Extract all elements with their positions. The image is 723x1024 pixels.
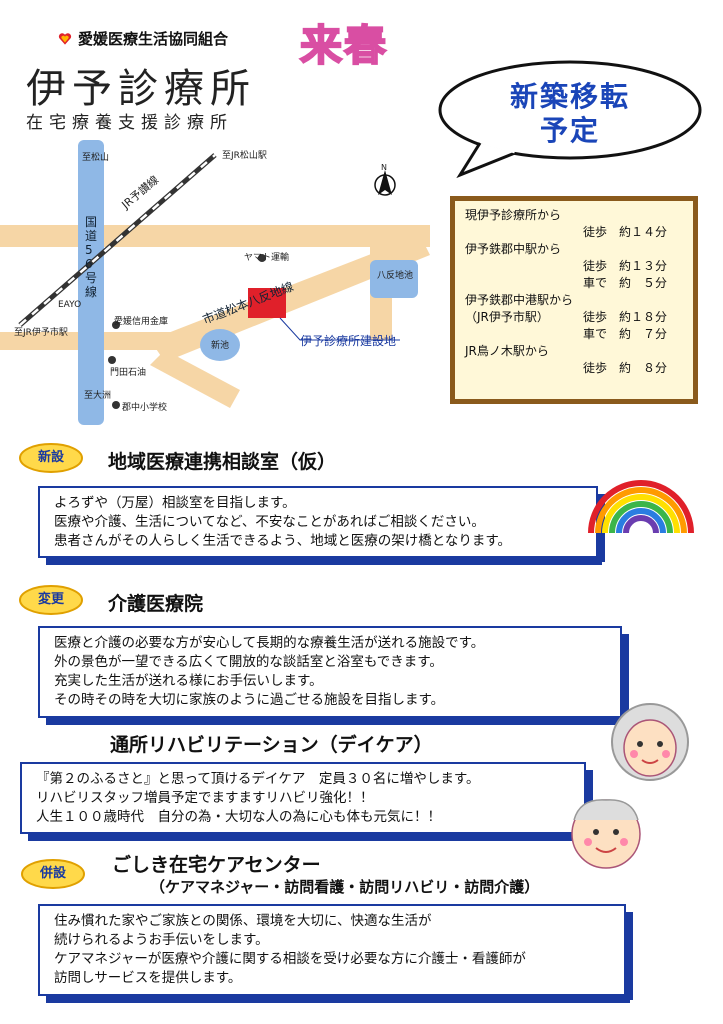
label-to-jr-matsuyama: 至JR松山駅 xyxy=(222,151,267,161)
label-gunchu-school: 郡中小学校 xyxy=(122,403,168,413)
org-header: 愛媛医療生活協同組合 xyxy=(58,28,228,49)
access-detail: 車で 約 ７分 xyxy=(583,327,668,341)
section-1-line-1: よろずや（万屋）相談室を目指します。 xyxy=(54,495,296,511)
access-row: 車で 約 ７分 xyxy=(465,326,683,343)
section-title-4: ごしき在宅ケアセンター xyxy=(112,854,321,876)
access-label xyxy=(465,258,583,275)
location-map xyxy=(0,140,430,425)
section-box-1: よろずや（万屋）相談室を目指します。 医療や介護、生活についてなど、不安なことが… xyxy=(38,486,605,565)
section-1-line-2: 医療や介護、生活についてなど、不安なことがあればご相談ください。 xyxy=(54,514,485,530)
access-row: 車で 約 ５分 xyxy=(465,275,683,292)
section-title-2: 介護医療院 xyxy=(108,593,204,615)
label-shin-pond: 新池 xyxy=(211,341,230,351)
clinic-name: 伊予診療所 xyxy=(26,66,256,112)
spring-heading: 来春 xyxy=(299,20,389,71)
label-to-ozu: 至大洲 xyxy=(84,391,112,401)
section-2-line-4: その時その時を大切に家族のように過ごせる施設を目指します。 xyxy=(54,692,445,708)
access-detail: 徒歩 約１４分 xyxy=(583,225,668,239)
section-1-line-3: 患者さんがその人らしく生活できるよう、地域と医療の架け橋となります。 xyxy=(54,533,511,549)
section-4-line-4: 訪問しサービスを提供します。 xyxy=(54,970,242,986)
label-eayo: EAYO xyxy=(58,300,82,310)
label-to-jr-iyoshi: 至JR伊予市駅 xyxy=(14,328,68,338)
access-label xyxy=(465,275,583,292)
access-label: （JR伊予市駅） xyxy=(465,310,549,324)
badge-attached-icon xyxy=(21,859,85,889)
access-row: （JR伊予市駅） 徒歩 約１８分 xyxy=(465,309,683,326)
access-label: JR鳥ノ木駅から xyxy=(465,344,549,358)
access-detail: 徒歩 約１３分 xyxy=(583,259,668,273)
section-box-3: 『第２のふるさと』と思って頂けるデイケア 定員３０名に増やします。 リハビリスタ… xyxy=(20,762,593,841)
bubble-text: 新築移転 予定 xyxy=(470,80,670,147)
elderly-woman-icon xyxy=(611,703,689,781)
north-arrow-icon xyxy=(374,170,396,196)
access-row: 徒歩 約１４分 xyxy=(465,224,683,241)
access-row: 現伊予診療所から xyxy=(465,207,683,224)
access-detail: 車で 約 ５分 xyxy=(583,276,668,290)
access-label: 伊予鉄郡中港駅から xyxy=(465,293,574,307)
section-4-line-3: ケアマネジャーが医療や介護に関する相談を受け必要な方に介護士・看護師が xyxy=(54,951,526,967)
access-label xyxy=(465,326,583,343)
section-3-line-2: リハビリスタッフ増員予定でますますリハビリ強化！！ xyxy=(36,790,374,806)
access-detail: 徒歩 約 ８分 xyxy=(583,361,668,375)
section-2-line-3: 充実した生活が送れる様にお手伝いします。 xyxy=(54,673,323,689)
badge-new-icon xyxy=(19,443,83,473)
access-lines: 現伊予診療所から徒歩 約１４分伊予鉄郡中駅から徒歩 約１３分車で 約 ５分伊予鉄… xyxy=(465,207,683,377)
speech-bubble xyxy=(438,60,702,179)
access-label xyxy=(465,360,583,377)
label-ehime-shinkin: 愛媛信用金庫 xyxy=(114,317,169,327)
access-row: 伊予鉄郡中駅から xyxy=(465,241,683,258)
section-box-2: 医療と介護の必要な方が安心して長期的な療養生活が送れる施設です。 外の景色が一望… xyxy=(38,626,629,725)
label-monden-oil: 門田石油 xyxy=(110,368,147,378)
access-detail: 徒歩 約１８分 xyxy=(583,310,668,324)
badge-label-4: 併設 xyxy=(39,866,66,881)
org-name: 愛媛医療生活協同組合 xyxy=(78,30,229,48)
elderly-man-icon xyxy=(571,799,641,869)
access-label xyxy=(465,224,583,241)
badge-label-1: 新設 xyxy=(37,450,64,465)
heart-logo-icon xyxy=(58,32,72,45)
access-label: 伊予鉄郡中駅から xyxy=(465,242,562,256)
section-subtitle-4: （ケアマネジャー・訪問看護・訪問リハビリ・訪問介護） xyxy=(150,878,540,896)
access-row: 徒歩 約１３分 xyxy=(465,258,683,275)
bubble-line-2: 予定 xyxy=(539,113,600,147)
section-3-line-3: 人生１００歳時代 自分の為・大切な人の為に心も体も元気に！！ xyxy=(36,809,441,825)
label-construction-site: 伊予診療所建設地 xyxy=(300,334,397,348)
label-hatan-pond: 八反地池 xyxy=(377,271,414,281)
label-north: N xyxy=(381,163,387,172)
badge-change-icon xyxy=(19,585,83,615)
section-3-line-1: 『第２のふるさと』と思って頂けるデイケア 定員３０名に増やします。 xyxy=(36,771,480,787)
section-2-line-1: 医療と介護の必要な方が安心して長期的な療養生活が送れる施設です。 xyxy=(54,635,485,651)
rainbow-icon xyxy=(588,480,694,534)
label-national-road: 国道56号線 xyxy=(85,215,98,299)
section-title-3: 通所リハビリテーション（デイケア） xyxy=(110,734,433,756)
label-to-matsuyama: 至松山 xyxy=(82,153,110,163)
access-label: 現伊予診療所から xyxy=(465,208,562,222)
section-box-4: 住み慣れた家やご家族との関係、環境を大切に、快適な生活が 続けられるようお手伝い… xyxy=(38,904,633,1003)
access-row: 伊予鉄郡中港駅から xyxy=(465,292,683,309)
section-4-line-1: 住み慣れた家やご家族との関係、環境を大切に、快適な生活が xyxy=(54,913,432,929)
access-row: 徒歩 約 ８分 xyxy=(465,360,683,377)
badge-label-2: 変更 xyxy=(37,592,64,607)
access-info: 現伊予診療所から徒歩 約１４分伊予鉄郡中駅から徒歩 約１３分車で 約 ５分伊予鉄… xyxy=(450,196,698,404)
section-4-line-2: 続けられるようお手伝いをします。 xyxy=(54,932,269,948)
bubble-line-1: 新築移転 xyxy=(509,80,630,113)
section-title-1: 地域医療連携相談室（仮） xyxy=(108,451,337,473)
access-row: JR鳥ノ木駅から xyxy=(465,343,683,360)
clinic-subtitle: 在宅療養支援診療所 xyxy=(26,113,233,133)
label-yamato: ヤマト運輸 xyxy=(244,253,290,263)
section-2-line-2: 外の景色が一望できる広くて開放的な談話室と浴室もできます。 xyxy=(54,654,443,670)
